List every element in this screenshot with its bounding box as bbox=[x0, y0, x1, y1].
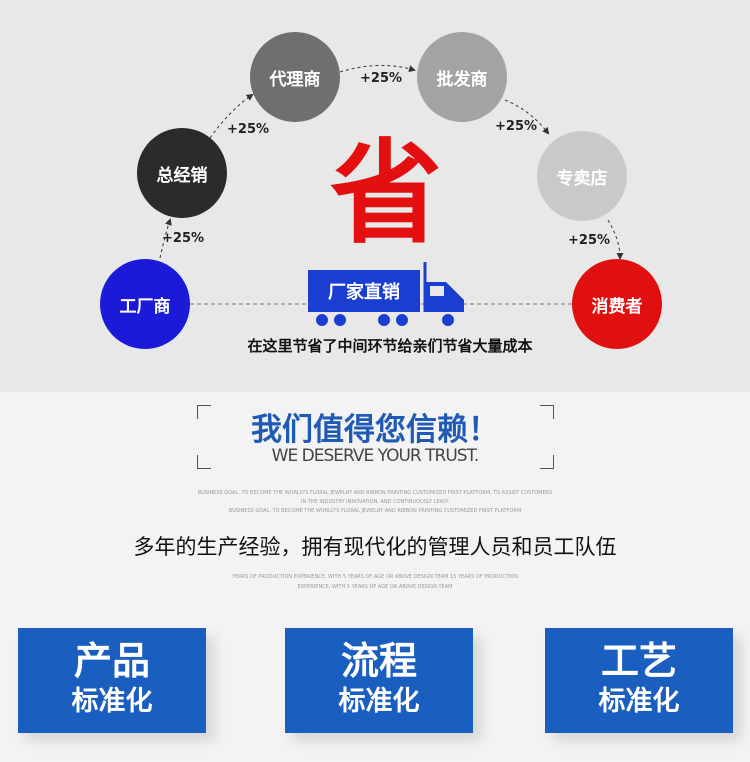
truck-label: 厂家直销 bbox=[328, 282, 400, 303]
arrow bbox=[209, 93, 254, 139]
small-text: BUSINESS GOAL: TO BECOME THE WORLD'S FLO… bbox=[197, 490, 553, 496]
bracket-corner bbox=[540, 455, 554, 469]
arrow bbox=[339, 64, 416, 73]
node-store: 专卖店 bbox=[537, 131, 627, 221]
small-text: EXPERIENCE, WITH 5 YEARS OF AGE OR ABOVE… bbox=[297, 584, 453, 590]
arrow bbox=[607, 219, 624, 260]
node-consumer: 消费者 bbox=[572, 259, 662, 349]
trust-title: 我们值得您信赖！ bbox=[251, 412, 499, 448]
box-title: 工艺 bbox=[600, 639, 677, 683]
experience-text: 多年的生产经验，拥有现代化的管理人员和员工队伍 bbox=[133, 535, 617, 559]
node-distributor: 总经销 bbox=[137, 128, 227, 218]
feature-box-craft: 工艺标准化 bbox=[545, 628, 733, 733]
feature-box-process: 流程标准化 bbox=[285, 628, 473, 733]
save-character: 省 bbox=[330, 129, 442, 259]
bracket-corner bbox=[197, 455, 211, 469]
box-sub: 标准化 bbox=[598, 686, 680, 717]
small-text: BUSINESS GOAL: TO BECOME THE WORLD'S FLO… bbox=[228, 508, 522, 514]
caption: 在这里节省了中间环节给亲们节省大量成本 bbox=[247, 337, 533, 355]
node-wholesaler: 批发商 bbox=[417, 32, 507, 122]
box-sub: 标准化 bbox=[338, 686, 420, 717]
node-factory: 工厂商 bbox=[100, 259, 190, 349]
box-title: 流程 bbox=[340, 639, 417, 683]
markup-label: +25% bbox=[495, 119, 538, 134]
flow-arrows bbox=[159, 64, 624, 328]
box-sub: 标准化 bbox=[71, 686, 153, 717]
arrow bbox=[504, 99, 550, 135]
bracket-corner bbox=[540, 405, 554, 419]
markup-label: +25% bbox=[162, 231, 205, 246]
markup-label: +25% bbox=[227, 122, 270, 137]
small-text: YEARS OF PRODUCTION EXPERIENCE, WITH 5 Y… bbox=[232, 574, 518, 580]
truck-icon bbox=[308, 262, 464, 328]
bracket-corner bbox=[197, 405, 211, 419]
markup-label: +25% bbox=[568, 233, 611, 248]
box-title: 产品 bbox=[73, 639, 150, 683]
feature-box-product: 产品标准化 bbox=[18, 628, 206, 733]
arrow bbox=[159, 218, 172, 259]
small-text: IN THE INDUSTRY INNOVATION, AND CONTINUO… bbox=[301, 499, 449, 505]
trust-english: WE DESERVE YOUR TRUST. bbox=[271, 446, 480, 466]
node-agent: 代理商 bbox=[250, 32, 340, 122]
markup-label: +25% bbox=[360, 71, 403, 86]
